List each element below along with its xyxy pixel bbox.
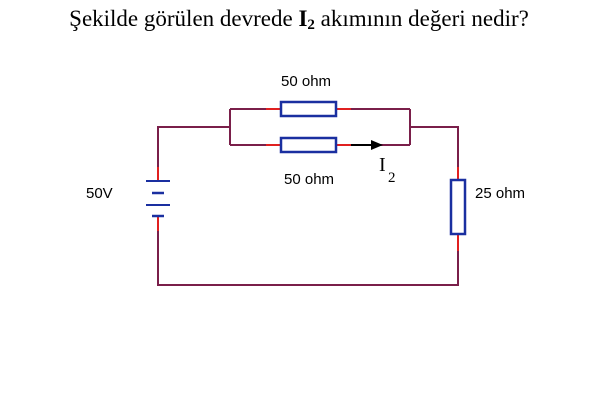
resistor-bottom	[279, 136, 338, 154]
wire-bottom-loop	[157, 231, 459, 286]
resistor-bottom-label: 50 ohm	[284, 171, 334, 188]
resistor-right	[449, 178, 467, 236]
circuit-wires	[157, 108, 459, 286]
current-label: I	[379, 154, 386, 176]
current-arrow-icon	[351, 140, 383, 150]
current-label-sub: 2	[388, 170, 396, 186]
question-text: Şekilde görülen devrede I2 akımının değe…	[0, 6, 598, 34]
question-current-letter: I	[298, 6, 308, 31]
question-after: akımının değeri nedir?	[314, 6, 529, 31]
battery-icon	[146, 180, 170, 218]
source-label: 50V	[86, 185, 113, 202]
question-current-sub: 2	[307, 17, 315, 33]
resistor-right-label: 25 ohm	[475, 185, 525, 202]
resistor-top-label: 50 ohm	[281, 73, 331, 90]
question-before: Şekilde görülen devrede	[69, 6, 299, 31]
wire-left-top	[157, 126, 230, 167]
resistor-top	[279, 100, 338, 118]
wire-right-top	[410, 126, 459, 167]
resistor-leads	[157, 108, 459, 251]
